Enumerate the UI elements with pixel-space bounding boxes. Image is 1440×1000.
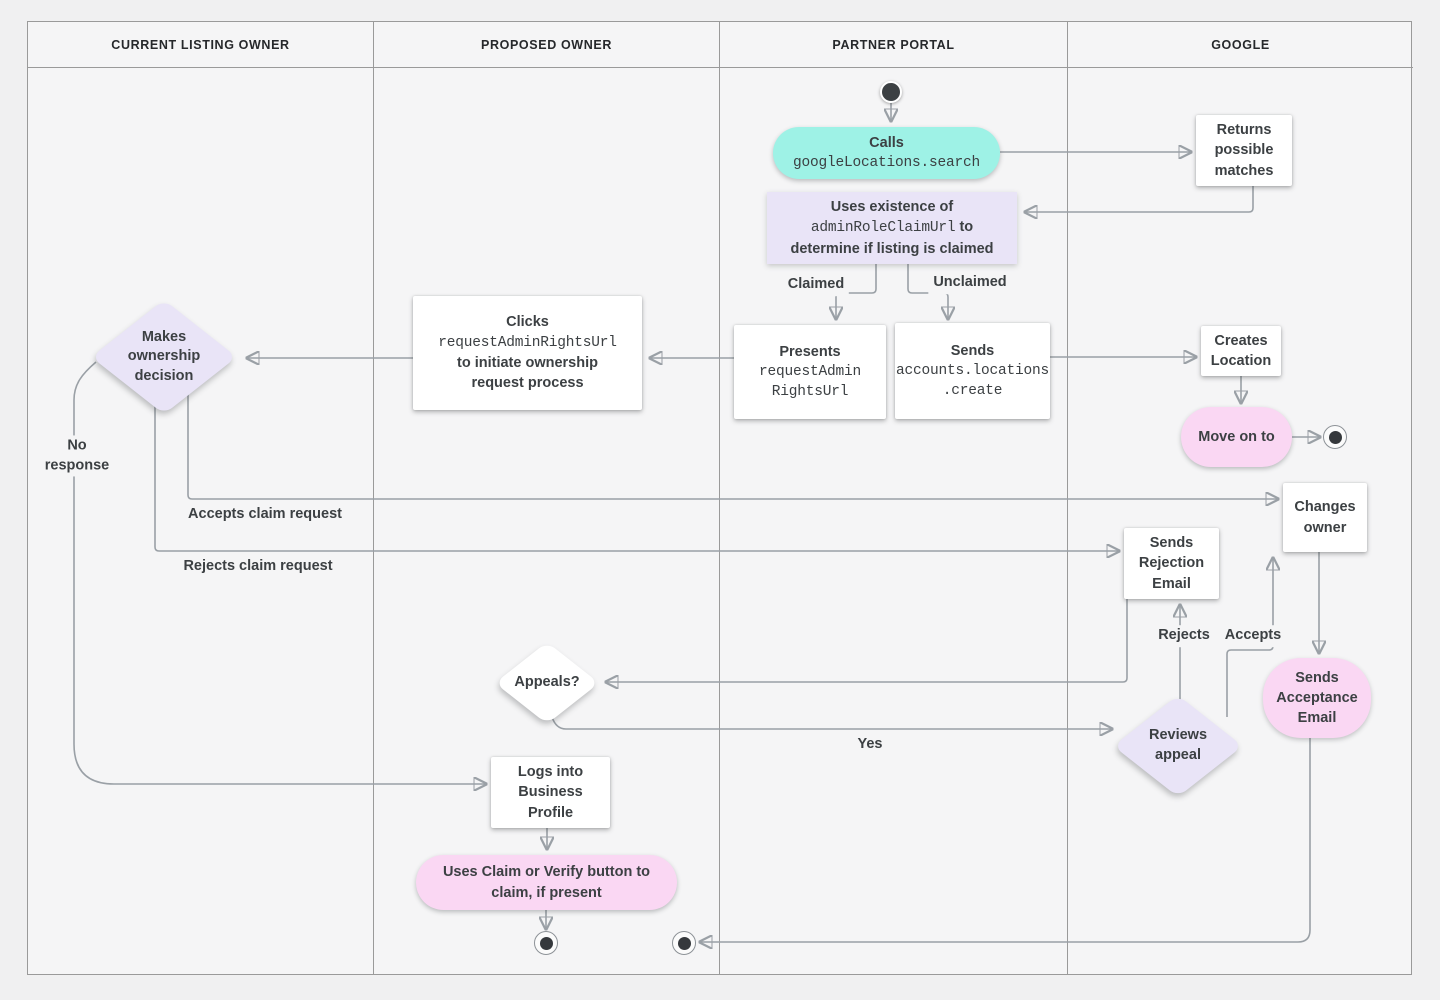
- lane-header-google: GOOGLE: [1068, 22, 1413, 68]
- presents-code-line2: RightsUrl: [771, 384, 849, 401]
- sends-acceptance-email-node: Sends Acceptance Email: [1263, 658, 1371, 738]
- makes-ownership-decision-label: Makes ownership decision: [127, 328, 201, 384]
- sends-create-code-line1: accounts.locations: [895, 362, 1050, 379]
- edge-label-yes: Yes: [852, 734, 888, 756]
- edge-label-rejects-claim-request: Rejects claim request: [178, 556, 338, 578]
- lane-current-listing-owner: CURRENT LISTING OWNER: [28, 22, 374, 974]
- changes-owner-label: Changes owner: [1294, 499, 1356, 536]
- uses-existence-line2: adminRoleClaimUrl to: [811, 217, 973, 238]
- reviews-appeal-node: Reviews appeal: [1113, 695, 1243, 797]
- presents-code-line1: requestAdmin: [758, 363, 862, 380]
- end-node-acceptance: [672, 931, 696, 955]
- returns-possible-matches-label: Returns possible matches: [1214, 122, 1274, 179]
- uses-claim-or-verify-node: Uses Claim or Verify button to claim, if…: [416, 855, 677, 910]
- creates-location-node: Creates Location: [1201, 326, 1281, 376]
- makes-ownership-decision-node: Makes ownership decision: [91, 299, 237, 415]
- sends-rejection-email-node: Sends Rejection Email: [1124, 528, 1219, 599]
- edge-label-accepts-claim-request: Accepts claim request: [183, 504, 347, 526]
- clicks-code: requestAdminRightsUrl: [438, 334, 617, 351]
- edge-label-unclaimed: Unclaimed: [928, 272, 1012, 294]
- end-node-move-on: [1323, 425, 1347, 449]
- returns-possible-matches-node: Returns possible matches: [1196, 115, 1292, 186]
- sends-create-title: Sends: [950, 342, 995, 359]
- edge-label-no-response: No response: [34, 435, 120, 477]
- sends-create-code-line2: .create: [942, 383, 1003, 400]
- uses-existence-line3: determine if listing is claimed: [790, 240, 994, 257]
- uses-existence-node: Uses existence of adminRoleClaimUrl to d…: [767, 192, 1017, 264]
- appeals-decision-node: Appeals?: [494, 641, 600, 725]
- sends-rejection-email-label: Sends Rejection Email: [1138, 535, 1205, 592]
- clicks-title: Clicks: [506, 314, 549, 331]
- appeals-decision-label: Appeals?: [514, 674, 580, 691]
- presents-request-admin-rights-node: Presents requestAdmin RightsUrl: [734, 325, 886, 419]
- lane-header-proposed-owner: PROPOSED OWNER: [374, 22, 719, 68]
- reviews-appeal-label: Reviews appeal: [1148, 727, 1208, 763]
- lane-proposed-owner: PROPOSED OWNER: [374, 22, 720, 974]
- changes-owner-node: Changes owner: [1283, 483, 1367, 552]
- uses-existence-line2-suffix: to: [959, 219, 974, 236]
- clicks-request-admin-rights-node: Clicks requestAdminRightsUrl to initiate…: [413, 296, 642, 410]
- calls-code: googleLocations.search: [792, 155, 981, 171]
- move-on-to-label: Move on to: [1198, 428, 1275, 445]
- clicks-line2: to initiate ownership: [457, 355, 598, 371]
- sends-acceptance-email-label: Sends Acceptance Email: [1276, 669, 1358, 727]
- lane-header-current-listing-owner: CURRENT LISTING OWNER: [28, 22, 373, 68]
- sends-accounts-locations-create-node: Sends accounts.locations .create: [895, 323, 1050, 419]
- lane-header-partner-portal: PARTNER PORTAL: [720, 22, 1067, 68]
- edge-label-accepts: Accepts: [1219, 625, 1287, 647]
- start-node: [880, 81, 902, 103]
- logs-into-business-profile-label: Logs into Business Profile: [517, 764, 584, 821]
- presents-title: Presents: [779, 343, 841, 360]
- edge-label-claimed: Claimed: [782, 274, 850, 296]
- uses-existence-code: adminRoleClaimUrl: [810, 220, 956, 237]
- end-node-claim-verify: [534, 931, 558, 955]
- clicks-line3: request process: [471, 375, 584, 392]
- creates-location-label: Creates Location: [1210, 332, 1272, 369]
- edge-label-rejects: Rejects: [1153, 625, 1215, 647]
- lane-google: GOOGLE: [1068, 22, 1413, 974]
- uses-claim-or-verify-label: Uses Claim or Verify button to claim, if…: [442, 864, 651, 901]
- move-on-to-node: Move on to: [1181, 407, 1292, 467]
- logs-into-business-profile-node: Logs into Business Profile: [491, 757, 610, 828]
- calls-google-locations-search-node: Calls googleLocations.search: [773, 127, 1000, 179]
- calls-title: Calls: [869, 134, 904, 151]
- uses-existence-line1: Uses existence of: [830, 199, 954, 216]
